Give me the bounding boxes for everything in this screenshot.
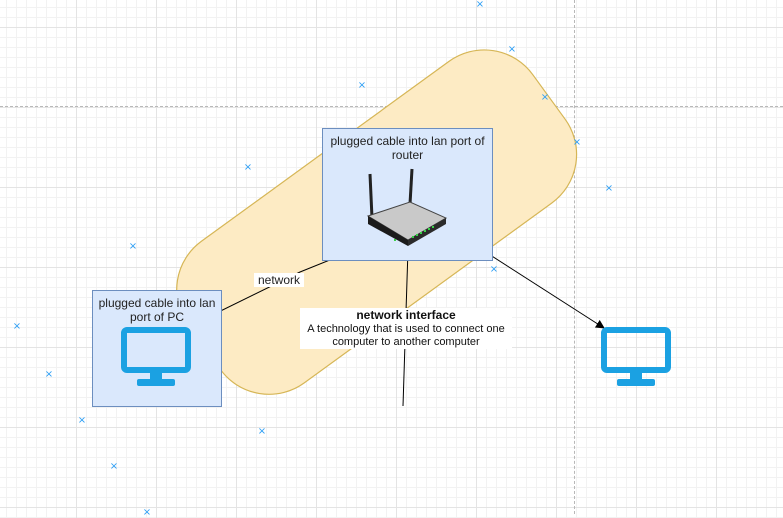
selection-handle[interactable]: × [12, 321, 22, 332]
selection-handle[interactable]: × [540, 92, 550, 103]
router-box-label: plugged cable into lan port of router [330, 134, 485, 162]
selection-handle[interactable]: × [243, 162, 253, 173]
interface-note[interactable]: network interface A technology that is u… [300, 308, 512, 349]
pc-box[interactable]: plugged cable into lan port of PC [92, 290, 222, 407]
selection-handle[interactable]: × [77, 415, 87, 426]
selection-handle[interactable]: × [142, 507, 152, 518]
selection-handle[interactable]: × [128, 241, 138, 252]
pc-box-label: plugged cable into lan port of PC [98, 296, 216, 324]
interface-note-title: network interface [356, 308, 456, 322]
selection-handle[interactable]: × [257, 426, 267, 437]
network-label: network [254, 273, 305, 287]
selection-handle[interactable]: × [44, 369, 54, 380]
selection-handle[interactable]: × [475, 0, 485, 10]
selection-handle[interactable]: × [489, 264, 499, 275]
selection-handle[interactable]: × [604, 183, 614, 194]
selection-handle[interactable]: × [572, 137, 582, 148]
selection-handle[interactable]: × [109, 461, 119, 472]
selection-handle[interactable]: × [357, 80, 367, 91]
router-icon [366, 168, 448, 246]
guide-line-vertical [574, 0, 575, 514]
monitor-icon [121, 327, 191, 386]
remote-monitor-icon [601, 327, 671, 386]
selection-handle[interactable]: × [507, 44, 517, 55]
interface-note-description: A technology that is used to connect one… [307, 323, 505, 348]
